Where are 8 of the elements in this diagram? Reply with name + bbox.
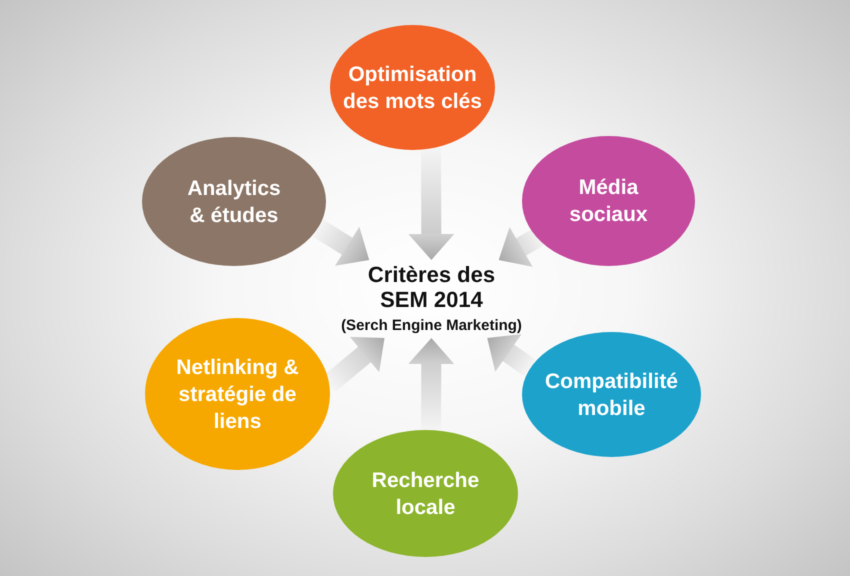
- topic-label: Optimisation des mots clés: [342, 62, 483, 114]
- topic-label: Recherche locale: [370, 468, 480, 520]
- center-subtitle: (Serch Engine Marketing): [341, 316, 522, 336]
- topic-label: Netlinking & stratégie de liens: [175, 354, 300, 434]
- center-title: Critères des SEM 2014: [366, 262, 496, 312]
- topic-label: Média sociaux: [568, 175, 649, 228]
- topic-label: Analytics & études: [186, 176, 282, 228]
- topic-label: Compatibilité mobile: [544, 368, 679, 422]
